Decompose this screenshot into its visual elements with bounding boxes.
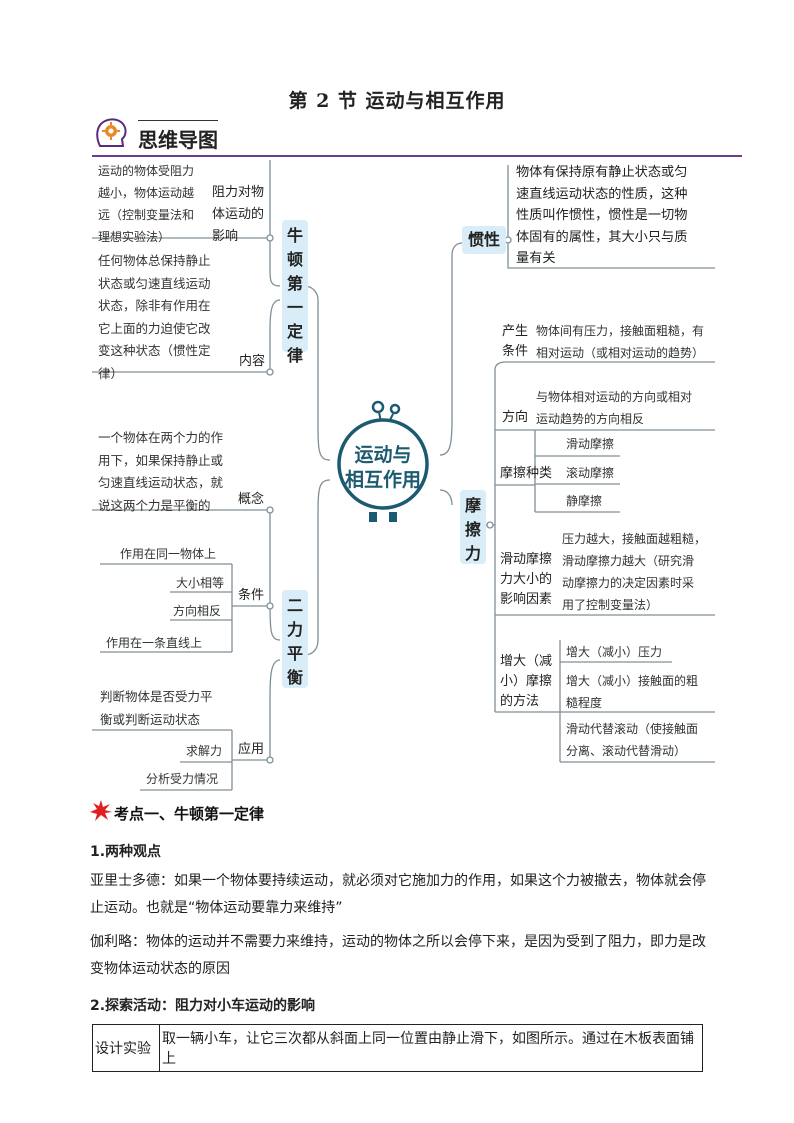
mindmap-connectors [92,160,715,791]
newton-resistance-text: 运动的物体受阻力 越小，物体运动越 远（控制变量法和 理想实验法） [98,164,195,244]
paragraph-galileo: 伽利略：物体的运动并不需要力来维持，运动的物体之所以会停下来，是因为受到了阻力，… [90,934,706,977]
friction-methods-label: 增大（减 小）摩擦 的方法 [500,654,553,709]
vertical-char: 擦 [464,520,481,539]
friction-type-item: 静摩擦 [566,494,603,508]
page-title: 第 2 节 运动与相互作用 [288,90,506,112]
vertical-char: 力 [286,620,303,639]
friction-type-item: 滚动摩擦 [566,466,615,480]
friction-method-item: 滑动代替滚动（使接触面 分离、滚动代替滑动） [566,722,699,758]
paragraph-aristotle: 亚里士多德：如果一个物体要持续运动，就必须对它施加力的作用，如果这个力被撤去，物… [90,873,706,916]
application-item: 分析受力情况 [146,772,219,786]
inertia-node: 惯性 [462,226,506,254]
condition-item: 大小相等 [176,576,225,590]
center-title-2: 相互作用 [344,469,421,491]
friction-factors-label: 滑动摩擦 力大小的 影响因素 [500,552,553,607]
balance-node: 二力平衡 [282,590,308,688]
friction-factors-text: 压力越大，接触面越粗糙， 滑动摩擦力越大（研究滑 动摩擦力的决定因素时采 用了控… [562,532,707,612]
balance-application-label: 应用 [238,742,265,757]
inertia-text: 物体有保持原有静止状态或匀 速直线运动状态的性质，这种 性质叫作惯性，惯性是一切… [516,165,688,266]
friction-method-item: 增大（减小）压力 [566,645,663,659]
vertical-char: 律 [286,346,303,365]
friction-method-item: 增大（减小）接触面的粗 糙程度 [566,674,699,710]
mindmap-heading: 思维导图 [138,128,218,152]
newton-label: 牛顿第一定律 [282,224,308,368]
friction-condition-label: 产生 条件 [502,324,529,359]
vertical-char: 一 [286,298,303,317]
design-label-cell: 设计实验 [92,1024,160,1072]
newton-resistance-label: 阻力对物 体运动的 影响 [212,185,265,244]
vertical-char: 定 [286,322,303,341]
balance-condition-label: 条件 [238,588,265,603]
vertical-char: 平 [286,644,303,663]
friction-direction-text: 与物体相对运动的方向或相对 运动趋势的方向相反 [536,390,693,426]
application-item: 求解力 [186,744,223,758]
balance-label: 二力平衡 [282,594,308,690]
condition-item: 方向相反 [173,604,222,618]
application-item: 判断物体是否受力平 衡或判断运动状态 [100,689,213,727]
vertical-char: 二 [286,596,303,615]
vertical-char: 摩 [464,496,481,515]
balance-concept-text: 一个物体在两个力的作 用下，如果保持静止或 匀速直线运动状态，就 说这两个力是平… [98,430,224,513]
friction-type-item: 滑动摩擦 [566,437,615,451]
head-gear-icon [92,116,132,152]
vertical-char: 顿 [286,250,303,269]
newton-law-node: 牛顿第一定律 [282,220,308,365]
vertical-char: 衡 [286,668,303,687]
friction-node: 摩擦力 [460,490,486,564]
friction-condition-text: 物体间有压力，接触面粗糙，有 相对运动（或相对运动的趋势） [536,324,705,360]
center-title-1: 运动与 [354,444,412,466]
vertical-char: 牛 [286,226,303,245]
friction-types-label: 摩擦种类 [500,466,553,481]
heading-divider [92,155,742,157]
balance-concept-label: 概念 [238,492,265,507]
friction-direction-label: 方向 [502,410,529,425]
star-icon [90,800,112,822]
design-text-cell: 取一辆小车，让它三次都从斜面上同一位置由静止滑下，如图所示。通过在木板表面铺上 [159,1024,703,1072]
heading-topline [138,120,218,121]
kaodian-heading: 考点一、牛顿第一定律 [114,805,265,823]
condition-item: 作用在一条直线上 [106,636,203,650]
condition-item: 作用在同一物体上 [120,547,217,561]
friction-label: 摩擦力 [460,494,486,566]
newton-content-label: 内容 [239,354,266,369]
section-1-heading: 1.两种观点 [90,844,162,860]
newton-content-text: 任何物体总保持静止 状态或匀速直线运动 状态，除非有作用在 它上面的力迫使它改 … [98,253,211,381]
center-node [333,398,433,526]
vertical-char: 力 [464,544,481,563]
vertical-char: 第 [286,274,303,293]
design-table: 设计实验 取一辆小车，让它三次都从斜面上同一位置由静止滑下，如图所示。通过在木板… [92,1024,703,1072]
section-2-heading: 2.探索活动：阻力对小车运动的影响 [90,998,316,1014]
